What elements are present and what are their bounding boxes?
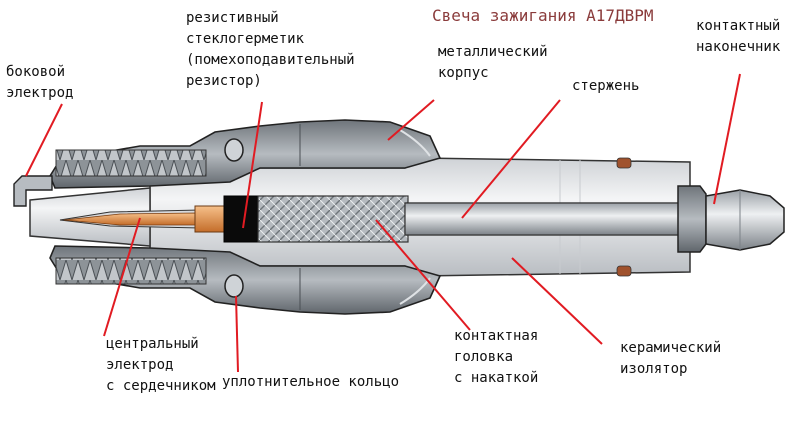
insulator-mark-bottom xyxy=(616,265,632,277)
label-contact-tip: контактный наконечник xyxy=(696,18,781,55)
label-side-electrode: боковой электрод xyxy=(6,64,74,101)
label-rod: стержень xyxy=(572,78,640,94)
label-metal-body: металлический корпус xyxy=(438,44,548,81)
label-contact-head: контактная головка с накаткой xyxy=(454,328,539,386)
leader-resistor xyxy=(242,101,263,229)
sealing-ring-lower xyxy=(224,274,244,298)
label-center-electrode: центральный электрод с сердечником xyxy=(106,336,216,394)
leader-center-electrode xyxy=(103,217,141,337)
sealing-ring-upper xyxy=(224,138,244,162)
copper-sleeve xyxy=(194,205,226,233)
leader-contact-tip xyxy=(713,73,741,205)
leader-sealing-ring xyxy=(235,295,239,373)
leader-lines xyxy=(25,73,741,373)
spark-plug-body xyxy=(13,119,785,315)
label-resistor: резистивный стеклогерметик (помехоподави… xyxy=(186,10,355,89)
contact-head xyxy=(257,195,409,243)
label-ceramic-insulator: керамический изолятор xyxy=(620,340,722,377)
leader-contact-head xyxy=(375,219,471,331)
leader-rod xyxy=(461,99,561,219)
label-sealing-ring: уплотнительное кольцо xyxy=(222,374,400,390)
diagram-title: Свеча зажигания А17ДВРМ xyxy=(432,6,654,25)
insulator-mark-top xyxy=(616,157,632,169)
leader-metal-body xyxy=(387,99,435,141)
thread-lower xyxy=(55,257,207,285)
contact-terminal-nut xyxy=(677,185,707,253)
thread-upper xyxy=(55,149,207,177)
contact-terminal-tip xyxy=(705,189,785,251)
side-electrode xyxy=(13,175,53,207)
resistor-glass xyxy=(223,195,261,243)
leader-ceramic-insulator xyxy=(511,257,603,345)
leader-side-electrode xyxy=(25,103,63,177)
